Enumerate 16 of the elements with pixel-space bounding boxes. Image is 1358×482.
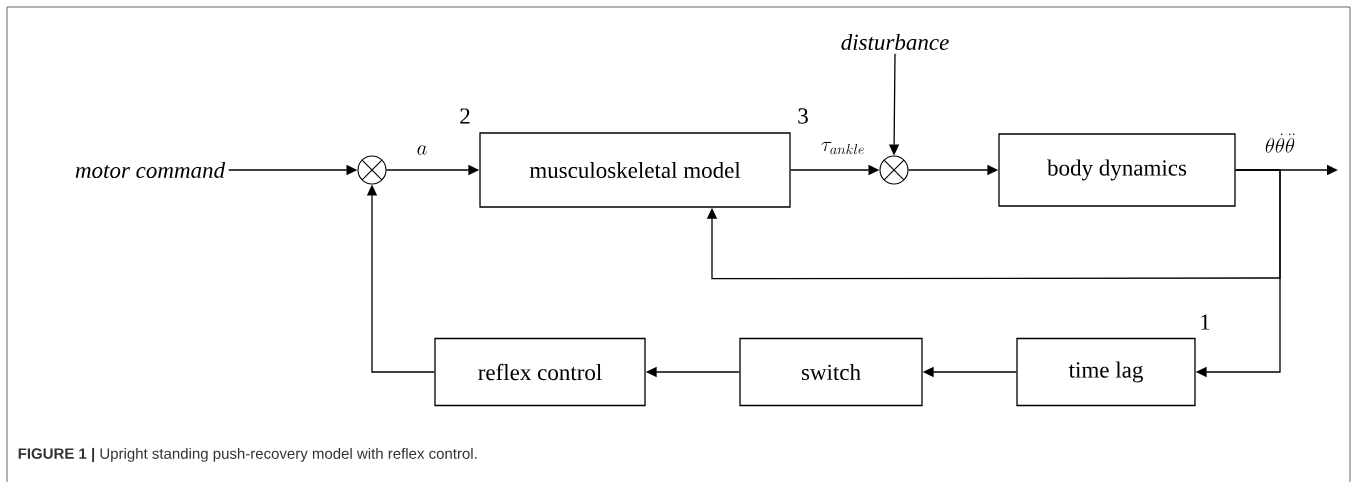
figure-caption: FIGURE 1 | Upright standing push-recovery model with reflex control. — [18, 447, 477, 463]
block-box: switch — [739, 337, 923, 407]
block-box: time lag — [1016, 337, 1196, 407]
block-box: body dynamics — [998, 133, 1236, 207]
callout-number: 3 — [798, 108, 808, 124]
edge-label: $a$ — [417, 145, 427, 155]
block-box: musculoskeletal model — [479, 132, 791, 208]
callout-number: 2 — [460, 108, 470, 124]
signal-label: motor command — [75, 161, 226, 179]
edge-label: $\tau_{ankle}$ — [821, 141, 864, 155]
block-box: reflex control — [434, 337, 646, 407]
signal-label: disturbance — [841, 33, 949, 51]
summing-junction — [357, 155, 387, 185]
edge-label: $\theta\dot{\theta}\ddot{\theta}$ — [1265, 133, 1295, 153]
summing-junction — [879, 155, 909, 185]
callout-number: 1 — [1201, 314, 1210, 330]
